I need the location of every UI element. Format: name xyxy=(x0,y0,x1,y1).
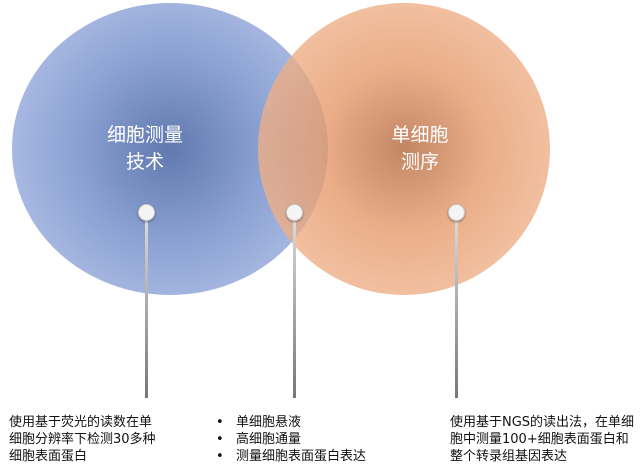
connector-line-middle xyxy=(293,218,296,398)
bullet-item: 高细胞通量 xyxy=(216,431,366,448)
sequencing-description: 使用基于NGS的读出法，在单细 胞中测量100+细胞表面蛋白和 整个转录组基因表… xyxy=(450,414,634,465)
cytometry-description: 使用基于荧光的读数在单 细胞分辨率下检测30多种 细胞表面蛋白 xyxy=(9,414,156,465)
bullet-item: 单细胞悬液 xyxy=(216,414,366,431)
pin-dot-right xyxy=(448,204,465,221)
text-line: 细胞表面蛋白 xyxy=(9,449,88,464)
title-line: 细胞测量 xyxy=(106,124,183,146)
text-line: 胞中测量100+细胞表面蛋白和 xyxy=(450,432,629,447)
common-features-list: 单细胞悬液 高细胞通量 测量细胞表面蛋白表达 xyxy=(216,414,366,465)
text-line: 使用基于NGS的读出法，在单细 xyxy=(450,415,635,430)
cytometry-title: 细胞测量 技术 xyxy=(90,122,200,176)
pin-dot-middle xyxy=(286,204,303,221)
text-line: 使用基于荧光的读数在单 xyxy=(9,415,153,430)
connector-line-left xyxy=(145,218,148,398)
bullet-item: 测量细胞表面蛋白表达 xyxy=(216,448,366,465)
pin-dot-left xyxy=(138,204,155,221)
text-line: 细胞分辨率下检测30多种 xyxy=(9,432,156,447)
title-line: 测序 xyxy=(400,151,439,173)
title-line: 技术 xyxy=(125,151,164,173)
single-cell-sequencing-circle xyxy=(258,3,550,295)
sequencing-title: 单细胞 测序 xyxy=(370,122,470,176)
title-line: 单细胞 xyxy=(391,124,449,146)
connector-line-right xyxy=(455,218,458,398)
text-line: 整个转录组基因表达 xyxy=(450,449,568,464)
